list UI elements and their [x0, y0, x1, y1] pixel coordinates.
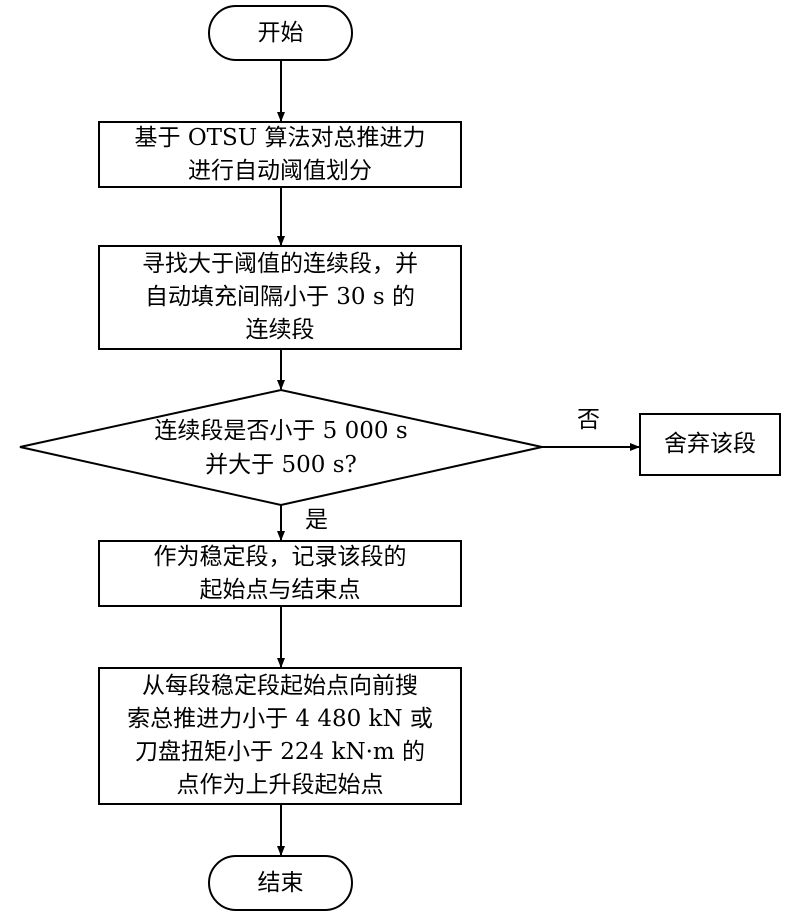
end-terminal-shape: [208, 855, 353, 911]
step4-process-shape: [98, 667, 462, 805]
start-label: 开始: [257, 19, 304, 46]
step3-process-shape: [98, 540, 462, 607]
end-label: 结束: [257, 869, 304, 896]
discard-label: 舍弃该段: [664, 431, 756, 457]
step1-label: 基于 OTSU 算法对总推进力 进行自动阈值划分: [134, 124, 426, 184]
edge-label-yes: 是: [305, 507, 328, 533]
step4-label: 从每段稳定段起始点向前搜 索总推进力小于 4 480 kN 或 刀盘扭矩小于 2…: [127, 673, 433, 798]
step1-process-shape: [98, 121, 462, 188]
edge-label-no: 否: [577, 407, 600, 433]
step2-label: 寻找大于阈值的连续段，并 自动填充间隔小于 30 s 的 连续段: [142, 251, 418, 343]
step3-label: 作为稳定段，记录该段的 起始点与结束点: [153, 543, 407, 603]
step2-process-shape: [98, 245, 462, 350]
discard-process-shape: [639, 413, 781, 476]
decision-label: 连续段是否小于 5 000 s 并大于 500 s?: [154, 418, 408, 478]
